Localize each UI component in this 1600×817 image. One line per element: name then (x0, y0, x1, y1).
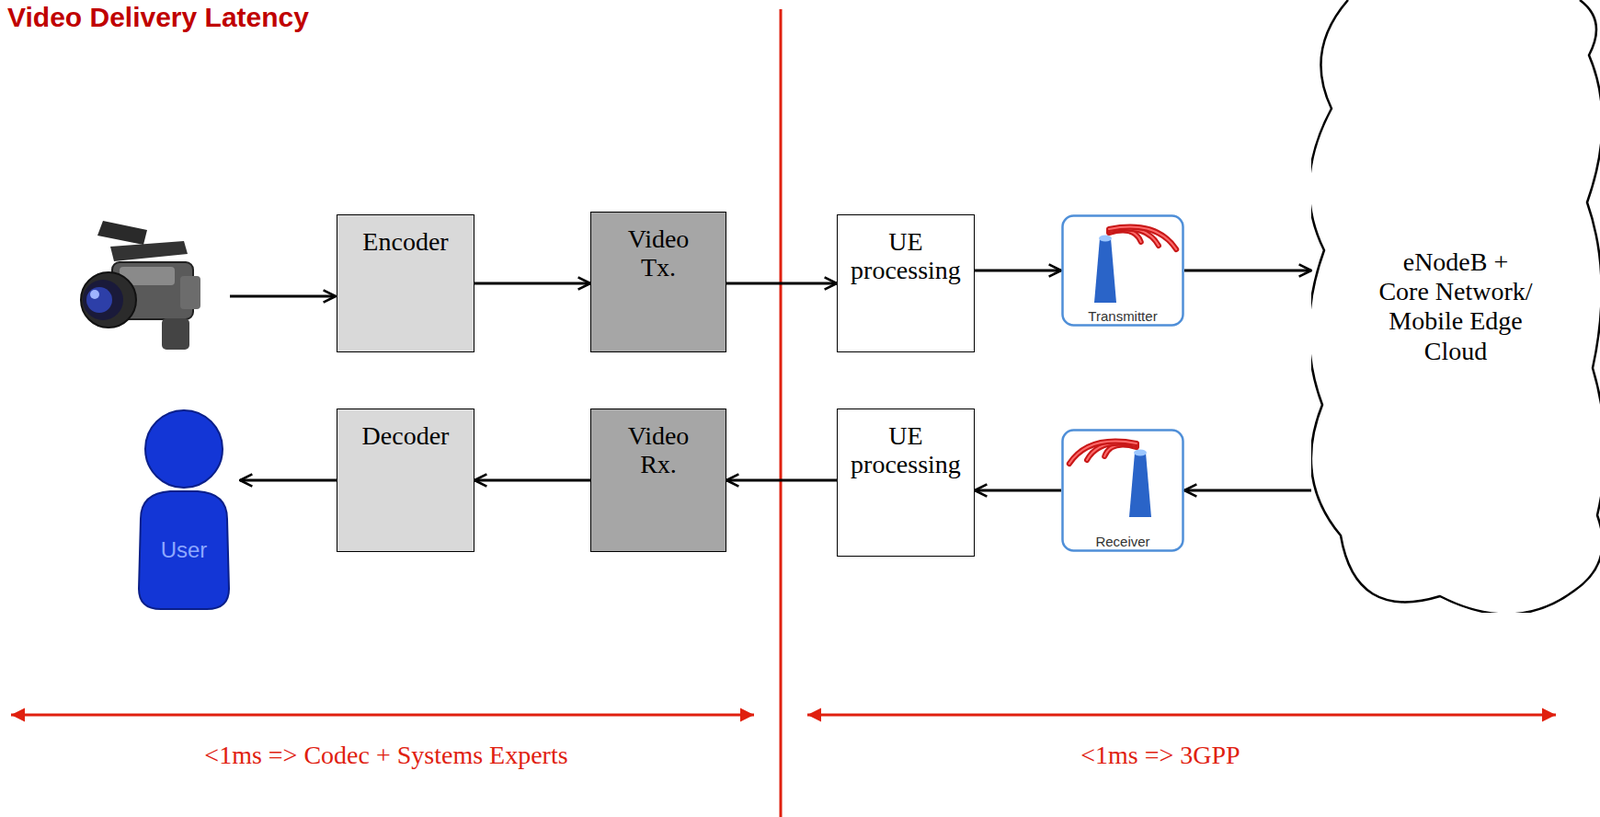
flow-arrow (1184, 489, 1312, 492)
ue-processing-box: UE processing (836, 214, 975, 353)
node-text: Transmitter (1061, 308, 1185, 324)
network-cloud: eNodeB + Core Network/ Mobile Edge Cloud (1311, 0, 1600, 613)
node-text: UE processing (843, 422, 969, 480)
node-text: Encoder (362, 228, 448, 257)
node-text: Video Tx. (617, 225, 699, 283)
video-rx-box: Video Rx. (590, 408, 727, 552)
node-text: User (127, 537, 240, 563)
decoder-box: Decoder (336, 408, 475, 552)
receiver-icon: Receiver (1061, 428, 1185, 552)
camera-icon (80, 220, 201, 350)
node-text: eNodeB + Core Network/ Mobile Edge Cloud (1375, 247, 1537, 366)
camera-arrow (229, 295, 336, 298)
video-tx-box: Video Tx. (590, 211, 727, 353)
transmitter-icon: Transmitter (1061, 214, 1185, 327)
node-text: UE processing (843, 228, 969, 286)
antenna-icon (1061, 428, 1185, 552)
user-figure: User (127, 408, 240, 613)
node-text: Receiver (1061, 533, 1185, 549)
node-text: Decoder (362, 422, 450, 451)
span-label: <1ms => Codec + Systems Experts (201, 740, 571, 770)
ue-processing-box: UE processing (836, 408, 975, 557)
flow-arrow (474, 282, 591, 286)
encoder-box: Encoder (336, 214, 475, 353)
title: Video Delivery Latency (7, 1, 309, 34)
person-shape (127, 408, 240, 613)
flow-arrow (974, 489, 1062, 492)
divider-line (779, 9, 783, 817)
flow-arrow (726, 479, 837, 482)
flow-arrow (974, 269, 1062, 273)
flow-arrow (1184, 269, 1312, 273)
span-arrow (11, 713, 755, 717)
node-text: Video Rx. (617, 422, 699, 480)
span-label: <1ms => 3GPP (1077, 740, 1243, 770)
flow-arrow (240, 479, 337, 482)
flow-arrow (726, 282, 837, 286)
span-arrow (807, 713, 1556, 717)
flow-arrow (474, 479, 591, 482)
